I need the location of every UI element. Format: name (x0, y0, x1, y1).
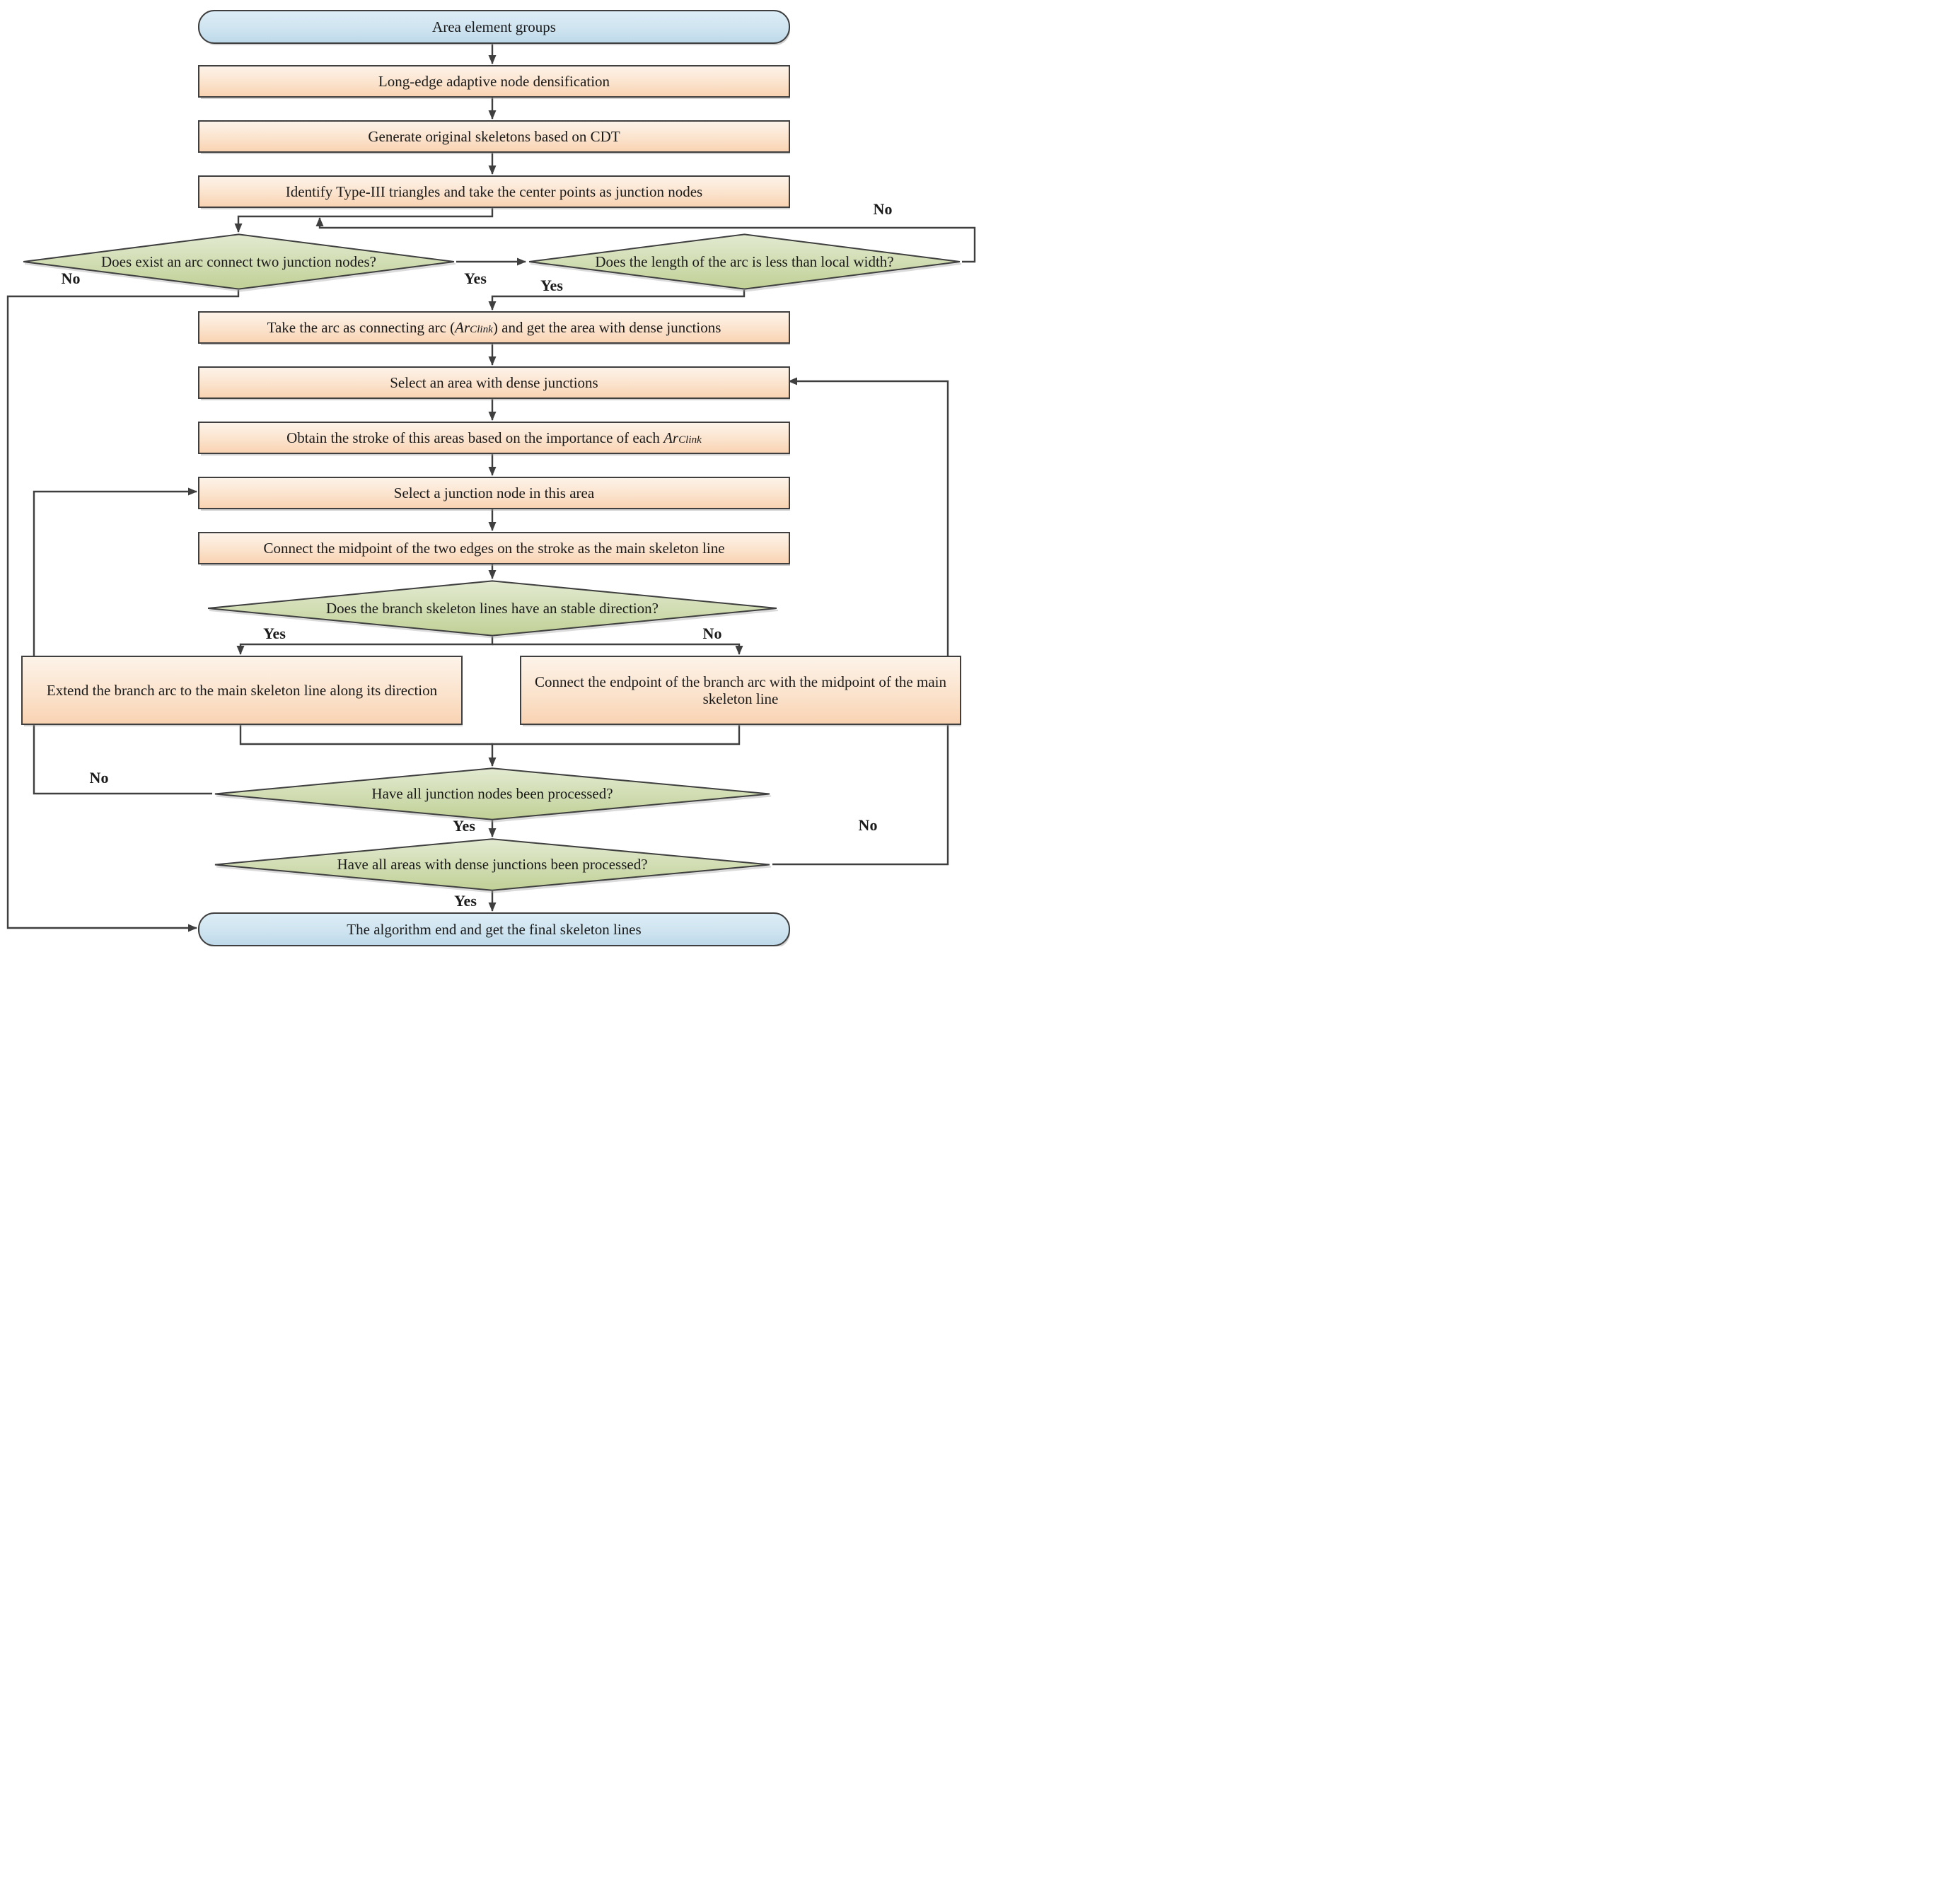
node-label: Area element groups (432, 18, 556, 35)
edge-arc-length-no-return (315, 217, 976, 263)
node-select-junction-process: Select a junction node in this area (198, 477, 790, 509)
label-arc-length-yes: Yes (540, 277, 563, 294)
edge-extend-to-all-junctions (239, 722, 497, 767)
node-densify-process: Long-edge adaptive node densification (198, 65, 790, 98)
edge-identify-to-arc-exists (234, 205, 494, 233)
node-label: Does the length of the arc is less than … (595, 253, 894, 270)
diamond-shape (212, 767, 772, 820)
node-arc-length-decision: Does the length of the arc is less than … (527, 233, 962, 290)
edge-all-junctions-no-return (33, 487, 212, 795)
label-areas-yes: Yes (454, 892, 477, 910)
node-connect-midpoint-process: Connect the midpoint of the two edges on… (198, 532, 790, 564)
node-end-terminator: The algorithm end and get the final skel… (198, 912, 790, 946)
label-arc-exists-no: No (61, 269, 81, 287)
edge-connect-endpoint-merge (491, 722, 741, 745)
label-areas-no: No (858, 816, 878, 834)
node-label: Long-edge adaptive node densification (378, 72, 610, 90)
node-select-area-process: Select an area with dense junctions (198, 366, 790, 399)
node-label: Have all areas with dense junctions been… (337, 856, 648, 874)
node-stable-direction-decision: Does the branch skeleton lines have an s… (205, 580, 779, 637)
node-label: The algorithm end and get the final skel… (347, 920, 642, 938)
label-stable-yes: Yes (263, 625, 286, 642)
diamond-shape (21, 233, 456, 290)
label-arc-exists-yes: Yes (464, 269, 487, 287)
edge-stable-yes-to-extend (236, 637, 494, 655)
node-label: Connect the midpoint of the two edges on… (263, 539, 725, 557)
arclink-term: Ar (663, 429, 679, 446)
node-all-junctions-decision: Have all junction nodes been processed? (212, 767, 772, 820)
node-label: Does exist an arc connect two junction n… (101, 253, 376, 270)
node-label: Does the branch skeleton lines have an s… (326, 599, 659, 617)
diamond-shape (527, 233, 962, 290)
label-junctions-yes: Yes (453, 817, 475, 835)
node-label: Have all junction nodes been processed? (371, 785, 613, 803)
arclink-term-sub: Clink (470, 323, 493, 335)
label-stable-no: No (702, 625, 722, 642)
node-take-arc-process: Take the arc as connecting arc (ArClink)… (198, 311, 790, 344)
diamond-shape (205, 580, 779, 637)
node-all-areas-decision: Have all areas with dense junctions been… (212, 838, 772, 891)
edge-all-areas-no-return (772, 377, 949, 866)
diamond-shape (212, 838, 772, 891)
flowchart-canvas: Area element groups Long-edge adaptive n… (0, 0, 980, 946)
arclink-term: Ar (455, 318, 470, 336)
node-label: Connect the endpoint of the branch arc w… (534, 673, 946, 707)
label-junctions-no: No (89, 769, 109, 787)
edge-arc-exists-no-to-end (6, 290, 240, 932)
node-extend-branch-process: Extend the branch arc to the main skelet… (21, 656, 463, 725)
node-label: Obtain the stroke of this areas based on… (286, 429, 702, 446)
node-label: Extend the branch arc to the main skelet… (46, 681, 438, 699)
node-label: Take the arc as connecting arc (ArClink)… (267, 318, 721, 336)
arclink-term-sub: Clink (678, 434, 702, 446)
edge-arc-length-yes (488, 290, 746, 311)
node-connect-endpoint-process: Connect the endpoint of the branch arc w… (520, 656, 961, 725)
node-generate-skeletons-process: Generate original skeletons based on CDT (198, 120, 790, 153)
label-arc-length-no: No (873, 200, 893, 218)
edge-stable-no-to-connect-endpoint (492, 643, 743, 655)
node-label: Identify Type-III triangles and take the… (285, 182, 703, 200)
flowchart-connectors (6, 41, 976, 932)
node-arc-exists-decision: Does exist an arc connect two junction n… (21, 233, 456, 290)
node-label: Select a junction node in this area (393, 484, 595, 501)
node-label: Generate original skeletons based on CDT (368, 127, 620, 145)
node-identify-triangles-process: Identify Type-III triangles and take the… (198, 175, 790, 208)
node-obtain-stroke-process: Obtain the stroke of this areas based on… (198, 422, 790, 454)
node-start-terminator: Area element groups (198, 10, 790, 44)
node-label: Select an area with dense junctions (390, 373, 598, 391)
